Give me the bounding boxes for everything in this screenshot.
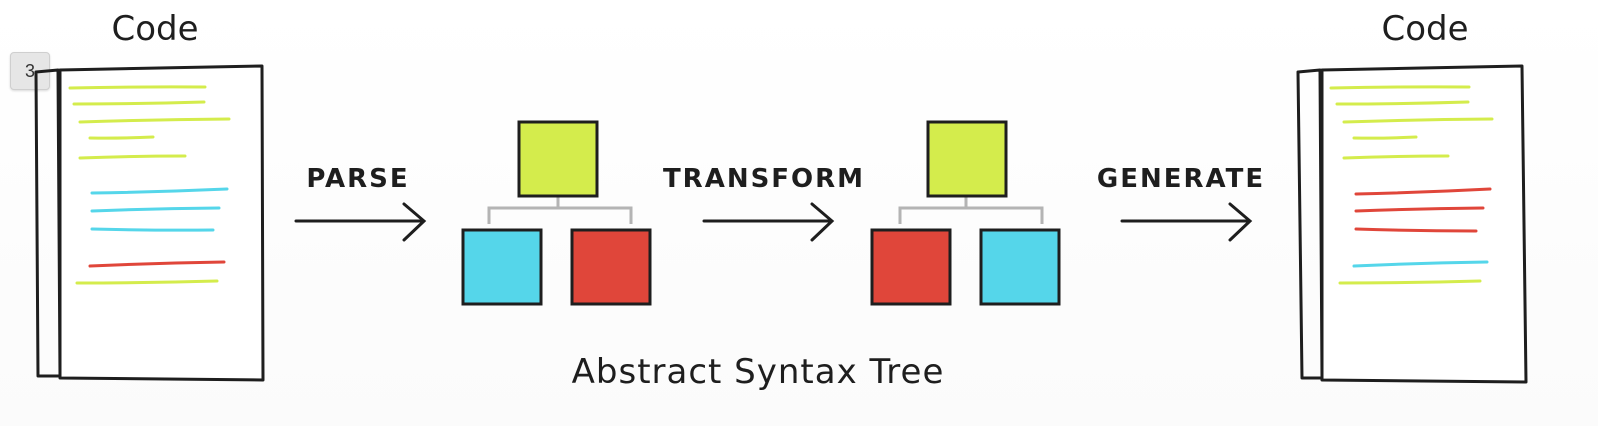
left-code-line-1 bbox=[68, 85, 207, 90]
right-code-line-6 bbox=[1354, 187, 1492, 196]
left-code-line-5 bbox=[78, 154, 187, 160]
left-code-line-2 bbox=[72, 100, 206, 106]
left-code-document bbox=[34, 64, 265, 382]
right-code-lines bbox=[1329, 85, 1494, 285]
ast-after-tree bbox=[870, 120, 1061, 306]
right-code-line-9 bbox=[1352, 260, 1489, 268]
right-code-line-10 bbox=[1338, 279, 1482, 285]
transform-label: TRANSFORM bbox=[663, 164, 865, 194]
left-code-line-8 bbox=[90, 227, 215, 232]
left-document-page bbox=[58, 64, 265, 382]
ast-after-connectors bbox=[898, 196, 1044, 224]
right-code-line-8 bbox=[1354, 227, 1478, 233]
ast-after-right-child-node bbox=[979, 228, 1061, 306]
right-code-line-1 bbox=[1329, 85, 1471, 90]
ast-before-left-child-node bbox=[461, 228, 543, 306]
right-code-line-2 bbox=[1335, 100, 1470, 106]
generate-label: GENERATE bbox=[1097, 164, 1265, 194]
left-code-lines bbox=[68, 85, 231, 285]
right-code-line-3 bbox=[1342, 117, 1494, 124]
right-code-line-4 bbox=[1352, 135, 1418, 140]
right-document-spine bbox=[1296, 68, 1324, 380]
ast-before-right-child-node bbox=[570, 228, 652, 306]
left-code-line-4 bbox=[88, 135, 155, 140]
ast-before-tree bbox=[461, 120, 652, 306]
left-code-line-10 bbox=[75, 279, 219, 285]
ast-before-root-node bbox=[517, 120, 599, 198]
ast-before-connectors bbox=[487, 196, 633, 224]
left-code-line-6 bbox=[90, 187, 229, 195]
left-document-spine bbox=[34, 68, 62, 378]
parse-arrow bbox=[294, 202, 427, 242]
left-code-line-9 bbox=[88, 260, 226, 268]
left-code-line-3 bbox=[78, 117, 231, 124]
right-code-line-5 bbox=[1342, 154, 1450, 160]
parse-label: PARSE bbox=[306, 164, 409, 194]
transform-arrow bbox=[702, 202, 835, 242]
right-code-line-7 bbox=[1354, 206, 1485, 213]
code-left-label: Code bbox=[111, 9, 198, 49]
code-right-label: Code bbox=[1381, 9, 1468, 49]
ast-caption: Abstract Syntax Tree bbox=[572, 352, 945, 392]
right-document-page bbox=[1320, 64, 1528, 384]
right-code-document bbox=[1296, 64, 1528, 384]
ast-after-left-child-node bbox=[870, 228, 952, 306]
generate-arrow bbox=[1120, 202, 1253, 242]
left-code-line-7 bbox=[90, 206, 221, 213]
ast-after-root-node bbox=[926, 120, 1008, 198]
